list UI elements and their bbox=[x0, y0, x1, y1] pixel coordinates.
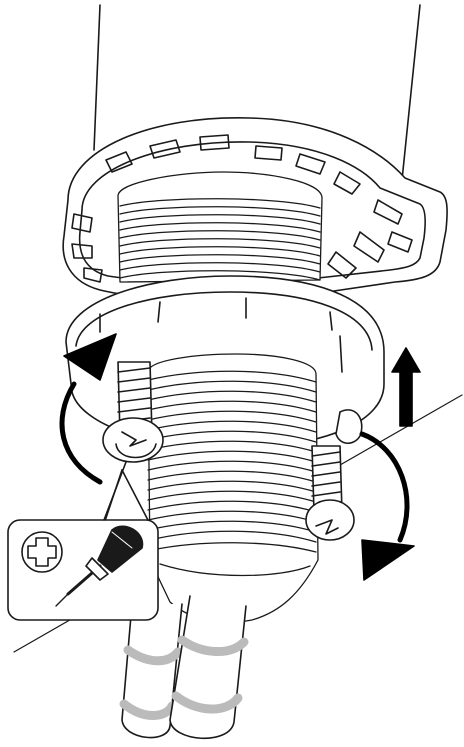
screw-icon bbox=[305, 445, 355, 541]
screwdriver-icon bbox=[55, 525, 144, 607]
threaded-fitting-icon bbox=[147, 353, 319, 623]
screw-icon bbox=[102, 361, 164, 463]
callout-connector bbox=[103, 461, 127, 521]
tube-right-icon bbox=[169, 595, 249, 740]
lock-nut-tab-icon bbox=[335, 409, 363, 445]
rotate-arrow-icon bbox=[59, 333, 117, 485]
phillips-head-icon bbox=[21, 531, 63, 573]
pipe-icon bbox=[93, 4, 421, 181]
upper-thread-icon bbox=[117, 171, 323, 283]
up-arrow-icon bbox=[391, 347, 421, 427]
rotate-arrow-icon bbox=[359, 431, 415, 581]
tube-left-icon bbox=[119, 603, 183, 739]
tool-callout bbox=[7, 469, 159, 621]
